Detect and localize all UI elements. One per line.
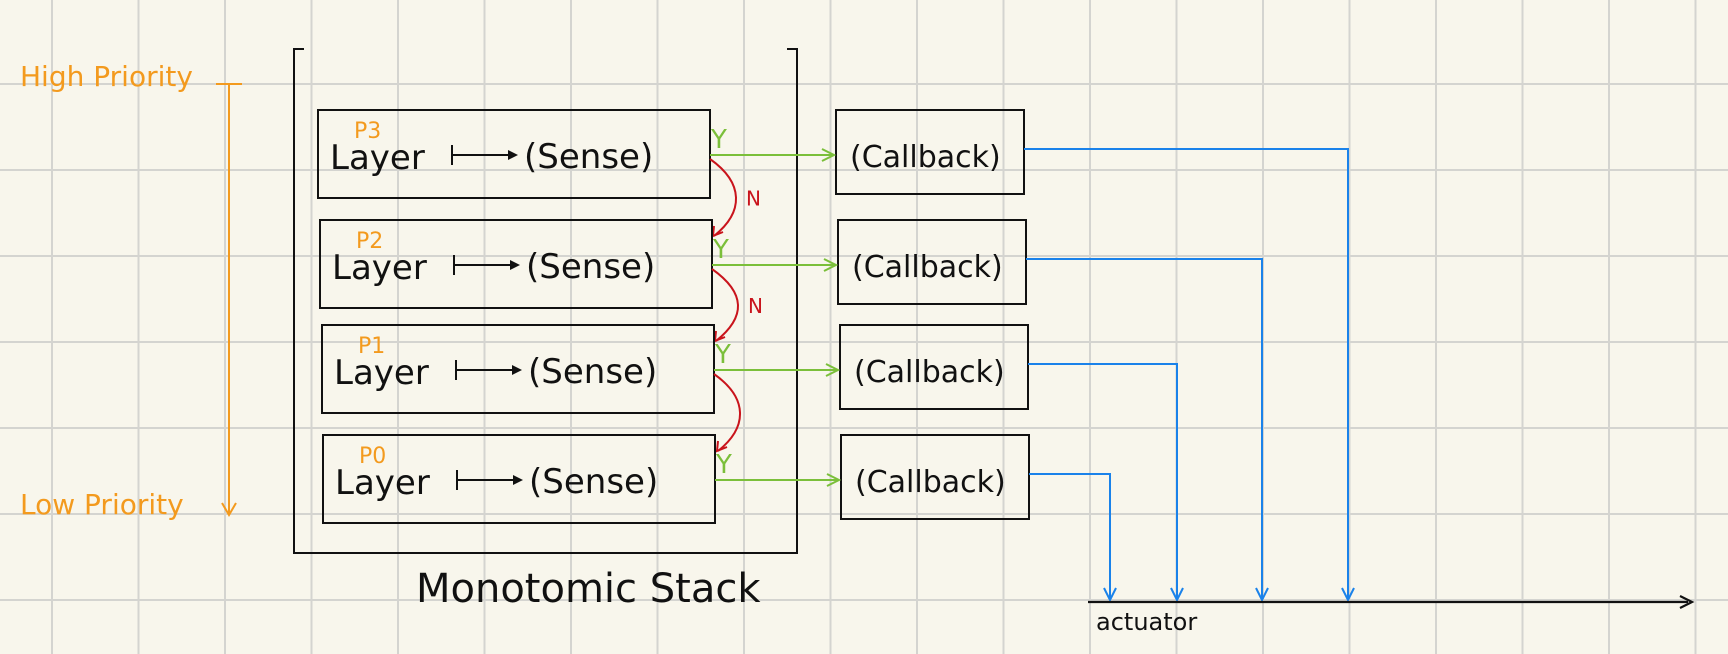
- layer-priority-tag: P0: [359, 444, 386, 469]
- output-arrowhead: [1255, 587, 1269, 603]
- no-arrow: [711, 268, 739, 342]
- callback-label: (Callback): [850, 140, 1001, 175]
- yes-label: Y: [714, 340, 731, 370]
- no-label: N: [748, 294, 763, 318]
- layer-label: Layer: [332, 248, 427, 288]
- priority-axis-arrowhead: [221, 502, 237, 517]
- layer-list: P3Layer(Sense)(Callback)YNP2Layer(Sense)…: [317, 109, 1355, 603]
- maps-to-arrowhead: [513, 475, 523, 485]
- callback-box: [839, 324, 1029, 410]
- callback-label: (Callback): [854, 355, 1005, 390]
- no-arrow: [709, 158, 737, 237]
- no-arrow: [713, 373, 741, 452]
- maps-to-arrowhead: [512, 365, 522, 375]
- output-arrowhead: [1341, 587, 1355, 603]
- output-line: [1026, 258, 1263, 598]
- yes-label: Y: [710, 125, 727, 155]
- yes-label: Y: [715, 450, 732, 480]
- stack-title: Monotomic Stack: [416, 566, 761, 612]
- output-line: [1028, 363, 1178, 598]
- yes-label: Y: [712, 235, 729, 265]
- yes-arrowhead: [821, 148, 837, 162]
- callback-label: (Callback): [855, 465, 1006, 500]
- callback-label: (Callback): [852, 250, 1003, 285]
- maps-to-arrowhead: [508, 150, 518, 160]
- actuator-axis: actuator: [1088, 595, 1695, 636]
- output-arrowhead: [1170, 587, 1184, 603]
- actuator-label: actuator: [1096, 608, 1197, 636]
- no-arrowhead: [715, 440, 728, 453]
- layer-label: Layer: [335, 463, 430, 503]
- high-priority-label: High Priority: [20, 60, 193, 93]
- output-line: [1024, 148, 1349, 598]
- callback-box: [837, 219, 1027, 305]
- callback-box: [840, 434, 1030, 520]
- layer-label: Layer: [330, 138, 425, 178]
- layer-priority-tag: P3: [354, 119, 381, 144]
- sense-label: (Sense): [528, 352, 657, 392]
- output-line: [1029, 473, 1111, 598]
- layer-label: Layer: [334, 353, 429, 393]
- yes-arrowhead: [825, 363, 841, 377]
- sense-label: (Sense): [529, 462, 658, 502]
- stack-container: [293, 48, 798, 554]
- layer-priority-tag: P2: [356, 229, 383, 254]
- actuator-arrowhead: [1679, 595, 1695, 609]
- sense-label: (Sense): [524, 137, 653, 177]
- layer-priority-tag: P1: [358, 334, 385, 359]
- priority-axis: High Priority Low Priority: [20, 60, 242, 521]
- output-arrowhead: [1103, 587, 1117, 603]
- sense-label: (Sense): [526, 247, 655, 287]
- low-priority-label: Low Priority: [20, 488, 184, 521]
- yes-arrowhead: [823, 258, 839, 272]
- yes-arrowhead: [826, 473, 842, 487]
- maps-to-arrowhead: [510, 260, 520, 270]
- callback-box: [835, 109, 1025, 195]
- no-label: N: [746, 187, 761, 211]
